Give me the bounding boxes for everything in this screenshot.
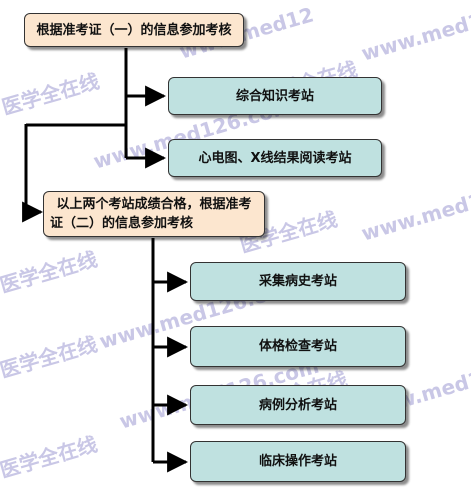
station-label: 体格检查考站 [258,339,337,354]
step2-text-line1: 以上两个考站成绩合格，根据准考 [56,197,252,212]
station-box-case-analysis: 病例分析考站 [190,385,406,425]
station-label: 临床操作考站 [258,454,337,469]
station-label: 综合知识考站 [235,88,314,104]
station-box-history-taking: 采集病史考站 [190,262,406,301]
station-box-clinical-operation: 临床操作考站 [190,441,406,482]
station-box-ecg-xray-reading: 心电图、X线结果阅读考站 [168,139,382,177]
station-label: 病例分析考站 [258,397,337,413]
station-box-physical-exam: 体格检查考站 [190,326,406,367]
station-box-comprehensive-knowledge: 综合知识考站 [168,77,382,115]
step1-box: 根据准考证（一）的信息参加考核 [24,13,244,47]
step1-text: 根据准考证（一）的信息参加考核 [36,22,232,38]
step2-text-line2: 证（二）的信息参加考核 [50,216,194,231]
station-label: 采集病史考站 [258,274,337,289]
step2-box: 以上两个考站成绩合格，根据准考 证（二）的信息参加考核 [43,191,265,237]
station-label: 心电图、X线结果阅读考站 [198,150,352,166]
